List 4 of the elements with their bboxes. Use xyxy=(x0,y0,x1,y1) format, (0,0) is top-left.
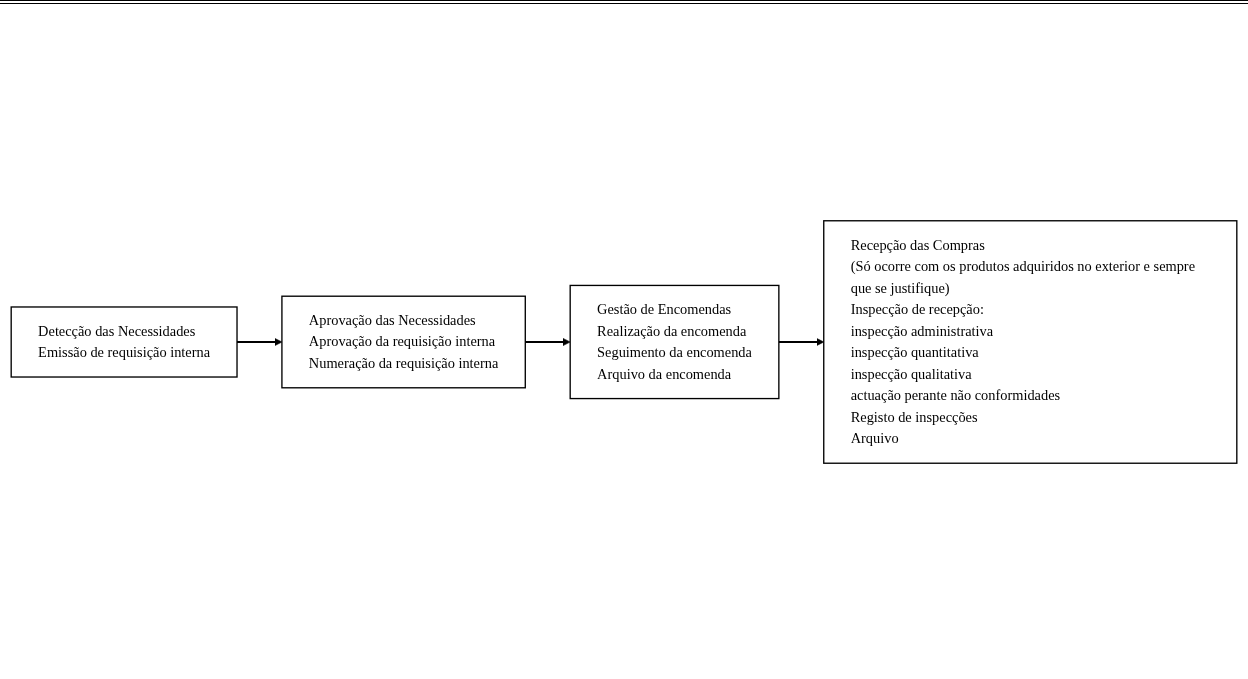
node-box: Detecção das Necessidades Emissão de requisição interna xyxy=(10,305,238,378)
node-box: Aprovação das Necessidades Aprovação da requisição interna Numeração da requisição interna xyxy=(281,295,526,388)
node-box: Gestão de Encomendas Realização da encomenda Seguimento da encomenda Arquivo da encomenda xyxy=(569,284,780,399)
node-box: Recepção das Compras (Só ocorre com os produtos adquiridos no exterior e sempre que se justifique) Inspecção de recepção: inspecção administrativa inspecção quantitativa inspecção qualitativa actuação perante não conformidades Registo de inspecções Arquivo xyxy=(823,219,1238,464)
